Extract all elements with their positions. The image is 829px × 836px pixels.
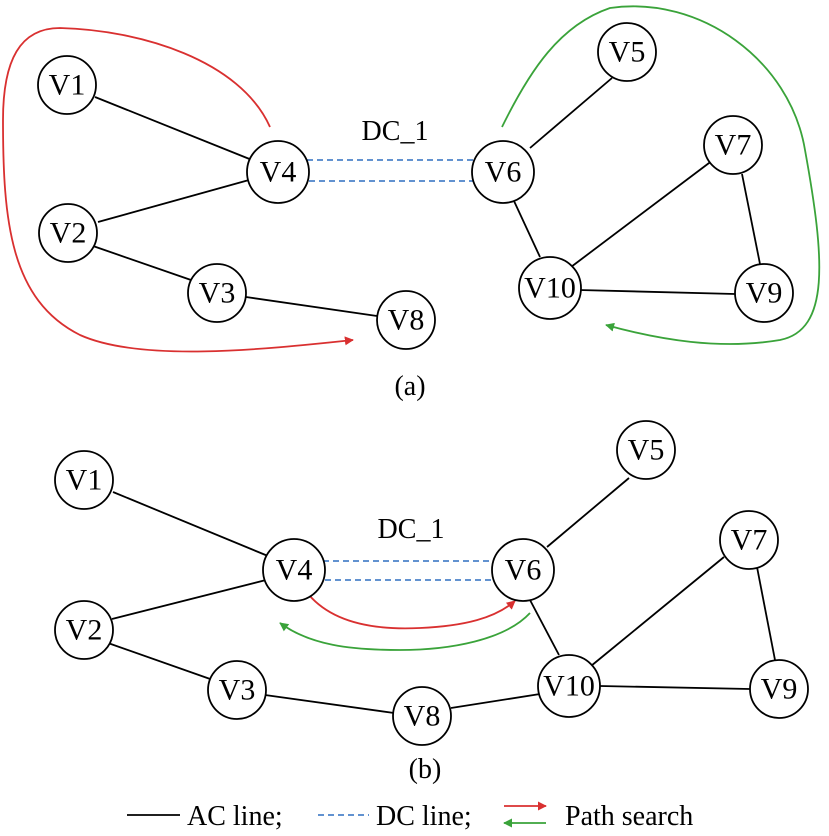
node-v6-b: V6	[491, 538, 555, 602]
ac-line-v3-v8-b	[264, 694, 395, 714]
path-search-forward-curve-a	[2, 27, 354, 353]
node-v7-a: V7	[703, 115, 763, 175]
svg-text:V9: V9	[746, 277, 783, 310]
node-v9-a: V9	[734, 263, 794, 323]
dc-label-a: DC_1	[362, 116, 429, 147]
dc-label-b: DC_1	[378, 514, 445, 545]
svg-text:V5: V5	[609, 36, 646, 69]
ac-line-v7-v10-b	[590, 556, 725, 667]
ac-line-v2-v3-a	[92, 245, 192, 281]
svg-text:V7: V7	[715, 129, 752, 162]
ac-line-v3-v8-a	[245, 296, 378, 317]
svg-text:V3: V3	[199, 277, 236, 310]
legend: AC line; DC line; Path search	[127, 801, 693, 832]
node-v10-a: V10	[518, 256, 582, 320]
node-v3-a: V3	[187, 263, 247, 323]
legend-path-label: Path search	[565, 801, 693, 832]
caption-b: (b)	[409, 754, 442, 785]
node-v8-a: V8	[376, 290, 436, 350]
ac-line-v1-v4-b	[112, 491, 269, 557]
ac-line-v10-v9-a	[578, 289, 736, 295]
ac-line-v7-v10-a	[570, 159, 714, 268]
node-v3-b: V3	[207, 660, 267, 720]
node-v1-b: V1	[54, 450, 114, 510]
svg-text:V1: V1	[66, 464, 103, 497]
ac-line-v6-v10-a	[513, 200, 541, 258]
panel-a: DC_1 V1 V2 V3 V4 V5 V6 V7 V8 V9 V10 (a)	[2, 5, 821, 402]
node-v4-b: V4	[262, 538, 326, 602]
svg-text:V3: V3	[219, 674, 256, 707]
path-search-return-curve-b	[279, 612, 531, 651]
ac-line-v5-v6-b	[546, 477, 630, 548]
node-v1-a: V1	[37, 55, 97, 115]
ac-line-v7-v9-b	[756, 566, 776, 661]
ac-line-v2-v4-a	[97, 179, 250, 223]
svg-text:V4: V4	[276, 554, 313, 587]
svg-text:V2: V2	[50, 217, 87, 250]
path-search-return-curve-a	[501, 5, 821, 345]
panel-b: DC_1 V1 V2 V3 V4 V5 V6 V7 V8 V9 V10 (b)	[54, 420, 809, 785]
ac-line-v2-v4-b	[111, 579, 267, 620]
ac-line-v2-v3-b	[107, 642, 214, 681]
ac-line-v10-v9-b	[599, 685, 751, 690]
node-v7-b: V7	[719, 510, 779, 570]
ac-line-v1-v4-a	[94, 96, 253, 161]
node-v2-b: V2	[54, 600, 114, 660]
svg-text:V7: V7	[731, 524, 768, 557]
node-v9-b: V9	[749, 659, 809, 719]
legend-dc-label: DC line;	[376, 801, 472, 832]
svg-text:V4: V4	[260, 156, 297, 189]
node-v6-a: V6	[471, 140, 535, 204]
ac-line-v5-v6-a	[529, 77, 613, 149]
caption-a: (a)	[394, 371, 425, 402]
node-v2-a: V2	[38, 203, 98, 263]
svg-text:V2: V2	[66, 614, 103, 647]
svg-text:V1: V1	[49, 69, 86, 102]
node-v5-a: V5	[597, 22, 657, 82]
ac-line-v6-v10-b	[529, 599, 560, 656]
svg-text:V6: V6	[485, 156, 522, 189]
svg-text:V10: V10	[543, 670, 595, 703]
node-v4-a: V4	[246, 140, 310, 204]
svg-text:V6: V6	[505, 554, 542, 587]
legend-ac-label: AC line;	[187, 801, 283, 832]
svg-text:V8: V8	[388, 304, 425, 337]
node-v5-b: V5	[616, 420, 676, 480]
svg-text:V5: V5	[628, 434, 665, 467]
svg-text:V10: V10	[524, 272, 576, 305]
node-v8-b: V8	[392, 686, 452, 746]
ac-line-v8-v10-b	[450, 693, 541, 709]
ac-line-v7-v9-a	[741, 173, 761, 265]
svg-text:V9: V9	[761, 673, 798, 706]
path-search-forward-curve-b	[308, 594, 516, 630]
node-v10-b: V10	[537, 654, 601, 718]
svg-text:V8: V8	[404, 700, 441, 733]
